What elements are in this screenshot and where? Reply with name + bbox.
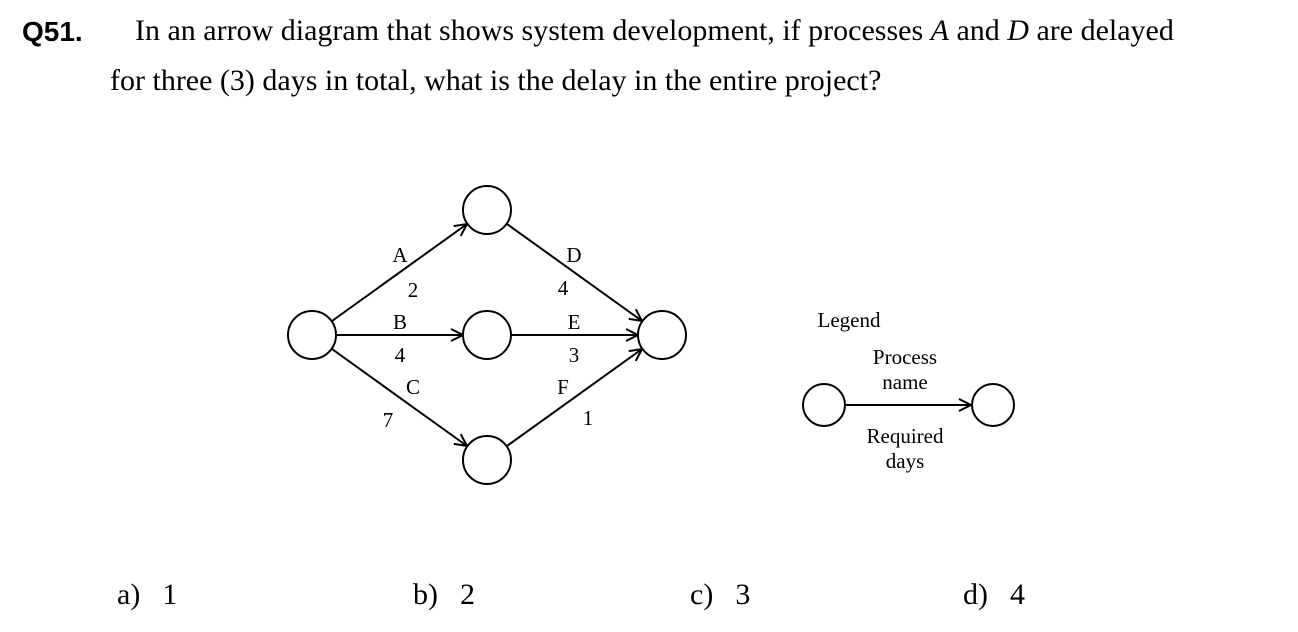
option-d[interactable]: d) 4 bbox=[963, 578, 1025, 612]
option-letter: b) bbox=[413, 578, 438, 611]
legend-title: Legend bbox=[818, 308, 881, 332]
edge-label-a: A bbox=[392, 243, 408, 267]
edge-c bbox=[331, 348, 467, 446]
legend-node-to bbox=[971, 383, 1015, 427]
text: In an arrow diagram that shows system de… bbox=[135, 14, 931, 47]
node-start bbox=[287, 310, 337, 360]
question-text-line1: In an arrow diagram that shows system de… bbox=[135, 14, 1174, 48]
edge-days-a: 2 bbox=[408, 278, 419, 302]
text: and bbox=[948, 14, 1008, 47]
legend-days-line1: Required bbox=[867, 424, 944, 448]
edge-label-f: F bbox=[557, 375, 569, 399]
edge-days-e: 3 bbox=[569, 343, 580, 367]
edge-days-f: 1 bbox=[583, 406, 594, 430]
legend-process-line2: name bbox=[882, 370, 927, 394]
edge-f bbox=[506, 349, 642, 447]
edge-label-b: B bbox=[393, 310, 407, 334]
edge-a bbox=[331, 224, 467, 322]
option-letter: c) bbox=[690, 578, 714, 611]
option-a[interactable]: a) 1 bbox=[117, 578, 177, 612]
option-letter: a) bbox=[117, 578, 141, 611]
option-value: 2 bbox=[460, 578, 475, 611]
question-text-line2: for three (3) days in total, what is the… bbox=[110, 64, 882, 97]
var-d: D bbox=[1007, 14, 1029, 47]
option-letter: d) bbox=[963, 578, 988, 611]
edge-d bbox=[506, 223, 642, 321]
node-bottom bbox=[462, 435, 512, 485]
option-value: 3 bbox=[735, 578, 751, 611]
edge-label-d: D bbox=[566, 243, 581, 267]
legend-node-from bbox=[802, 383, 846, 427]
node-top bbox=[462, 185, 512, 235]
option-value: 4 bbox=[1010, 578, 1025, 611]
edge-label-c: C bbox=[406, 375, 420, 399]
var-a: A bbox=[930, 14, 949, 47]
edge-days-b: 4 bbox=[395, 343, 406, 367]
text: are delayed bbox=[1028, 14, 1174, 47]
option-b[interactable]: b) 2 bbox=[413, 578, 475, 612]
edge-days-d: 4 bbox=[558, 276, 569, 300]
node-middle bbox=[462, 310, 512, 360]
option-value: 1 bbox=[162, 578, 178, 611]
option-c[interactable]: c) 3 bbox=[690, 578, 750, 612]
edge-label-e: E bbox=[568, 310, 581, 334]
node-end bbox=[637, 310, 687, 360]
edge-days-c: 7 bbox=[383, 408, 394, 432]
question-number: Q51. bbox=[22, 16, 83, 47]
legend-process-line1: Process bbox=[873, 345, 937, 369]
legend-days-line2: days bbox=[886, 449, 925, 473]
